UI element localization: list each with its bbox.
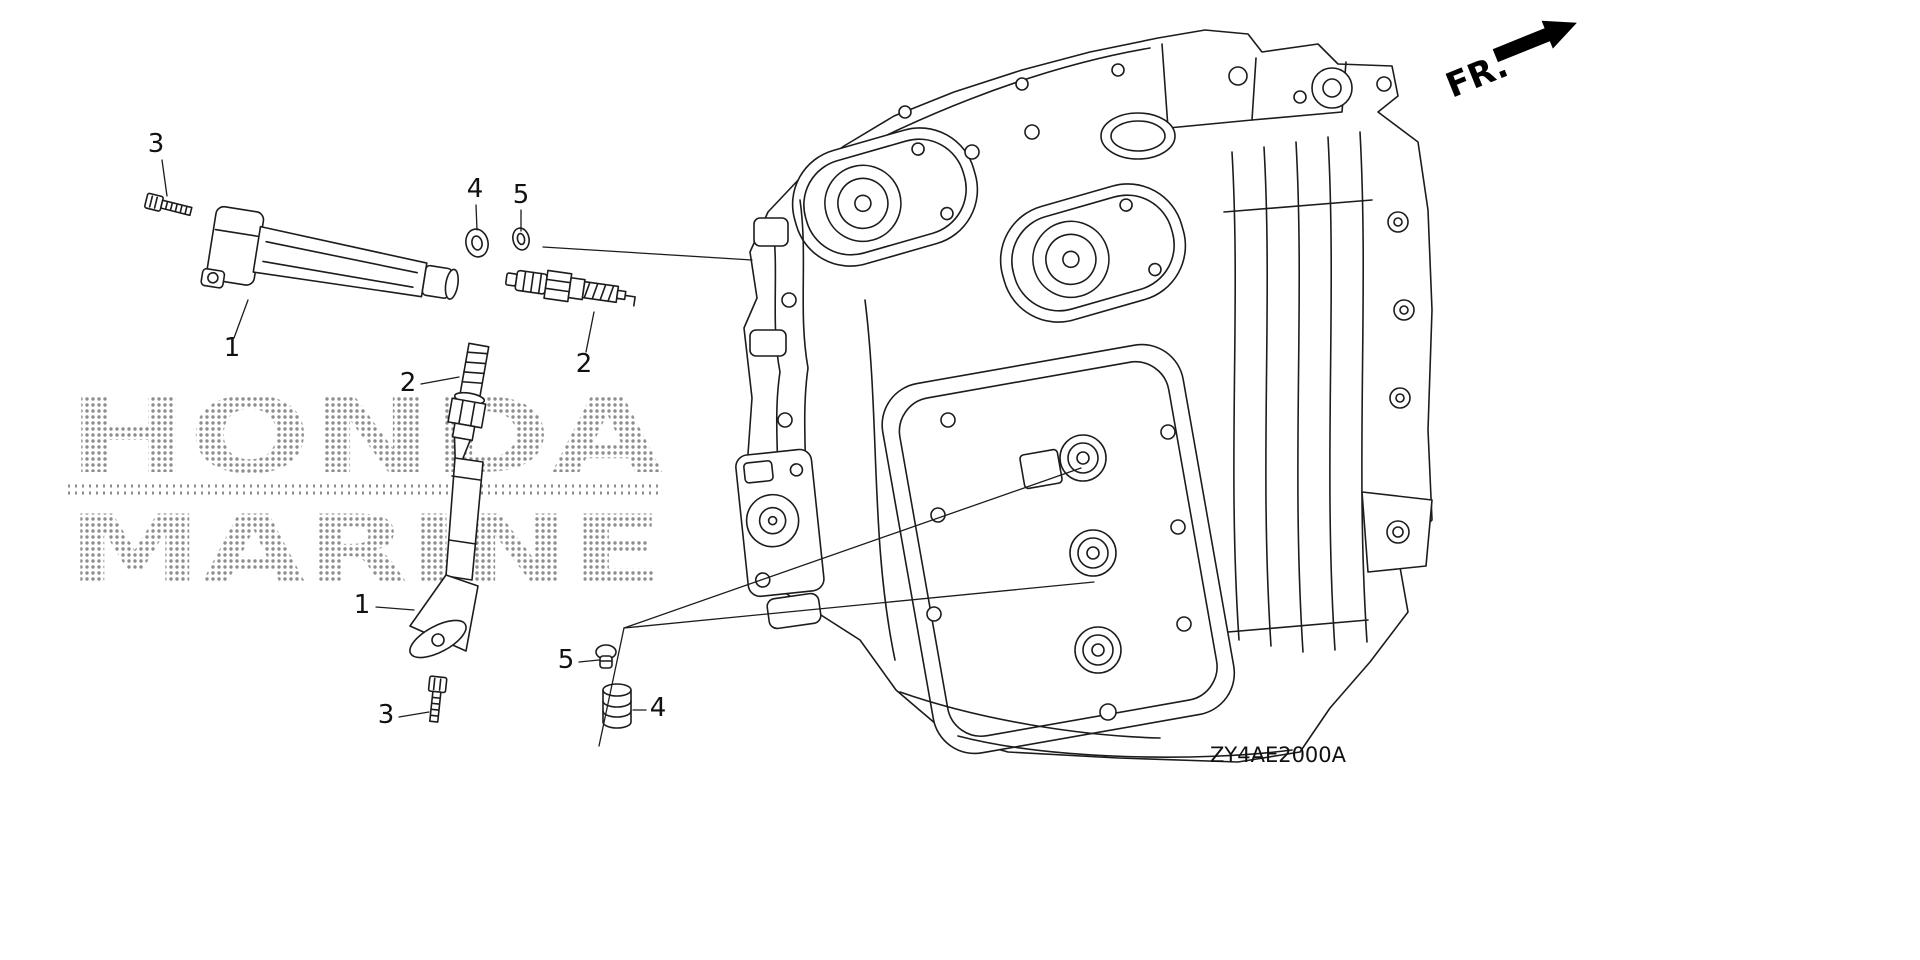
callout-bolt-bottom: 3 [378, 700, 395, 730]
callout-washer-bottom: 4 [650, 693, 667, 723]
callout-plug-top: 2 [576, 349, 593, 379]
callout-seal-top: 5 [513, 180, 530, 210]
seal-bottom-drawing [595, 644, 617, 669]
honda-marine-watermark: HONDA MARINE [68, 375, 663, 605]
watermark-line2: MARINE [68, 496, 663, 605]
spark-plug-horizontal-drawing [504, 269, 636, 307]
callout-seal-bottom: 5 [558, 645, 575, 675]
spark-plug-well-2 [1069, 529, 1117, 577]
spark-plug-well-3 [1074, 626, 1122, 674]
spark-plug-well-1 [1059, 434, 1107, 482]
bolt-top-drawing [143, 192, 193, 217]
fr-arrow-icon [1492, 20, 1577, 63]
cam-cover-left [791, 127, 979, 267]
diagram-code: ZY4AE2000A [1210, 743, 1347, 767]
washer-top-drawing [465, 228, 489, 258]
ignition-coil-top-drawing [200, 205, 459, 300]
watermark-line1: HONDA [68, 375, 663, 497]
engine-block-drawing [735, 29, 1433, 763]
callout-coil-top: 1 [224, 333, 241, 363]
callout-plug-mid: 2 [400, 368, 417, 398]
fr-direction-indicator: FR. [1440, 20, 1577, 106]
callout-washer-top: 4 [467, 174, 484, 204]
side-fitting-detail [735, 448, 825, 598]
cam-cover-right [999, 183, 1187, 323]
seal-top-drawing [512, 227, 530, 251]
front-face-panel [881, 343, 1236, 755]
bolt-bottom-drawing [427, 675, 448, 723]
callout-coil-bottom: 1 [354, 590, 371, 620]
callout-bolt-top: 3 [148, 129, 165, 159]
spark-plug-vertical-drawing [447, 342, 490, 470]
ignition-coil-bottom-drawing [409, 457, 484, 659]
leader-lines [161, 159, 1095, 747]
callout-labels: 3 4 5 1 2 2 1 5 3 4 [148, 129, 667, 730]
